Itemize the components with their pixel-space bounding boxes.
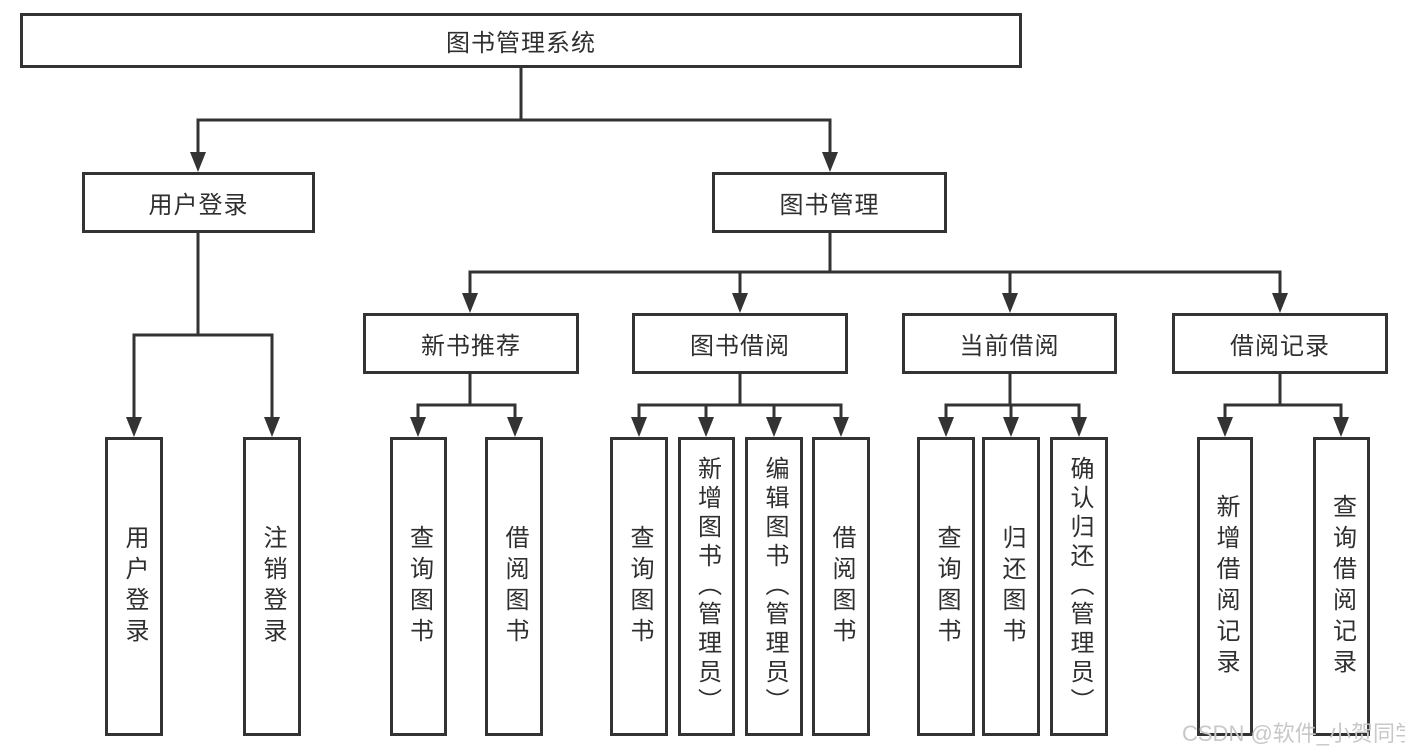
node-current-borrow-label: 当前借阅 xyxy=(959,333,1060,360)
node-leaf-user-login-label: 用户登录 xyxy=(121,524,148,649)
arrowhead-icon xyxy=(1071,417,1087,437)
arrowhead-icon xyxy=(1003,417,1019,437)
arrowhead-icon xyxy=(822,152,838,172)
connector-book-borrow xyxy=(637,372,843,423)
arrowhead-icon xyxy=(507,417,523,437)
node-user-login: 用户登录 xyxy=(82,172,315,233)
node-bb-query-books: 查询图书 xyxy=(610,437,668,736)
node-br-add-record-label: 新增借阅记录 xyxy=(1212,493,1239,680)
node-borrow-record: 借阅记录 xyxy=(1172,313,1388,374)
connector-root xyxy=(196,66,832,158)
arrowhead-icon xyxy=(126,417,142,437)
node-bb-add-books: 新增图书（管理员） xyxy=(678,437,735,736)
node-bb-borrow-books-label: 借阅图书 xyxy=(828,524,855,649)
node-cb-query-books: 查询图书 xyxy=(917,437,975,736)
arrowhead-icon xyxy=(462,293,478,313)
node-nbr-borrow-books: 借阅图书 xyxy=(485,437,543,736)
arrowhead-icon xyxy=(190,152,206,172)
node-br-query-record: 查询借阅记录 xyxy=(1313,437,1370,736)
node-leaf-logout: 注销登录 xyxy=(243,437,301,736)
arrowhead-icon xyxy=(410,417,426,437)
node-book-mgmt: 图书管理 xyxy=(712,172,947,233)
node-current-borrow: 当前借阅 xyxy=(902,313,1117,374)
arrowhead-icon xyxy=(1217,417,1233,437)
node-user-login-label: 用户登录 xyxy=(148,192,249,219)
arrowhead-icon xyxy=(938,417,954,437)
connector-current-borrow xyxy=(944,372,1081,423)
node-cb-confirm-return: 确认归还（管理员） xyxy=(1050,437,1108,736)
node-br-add-record: 新增借阅记录 xyxy=(1197,437,1253,736)
node-leaf-user-login: 用户登录 xyxy=(105,437,163,736)
node-nbr-borrow-books-label: 借阅图书 xyxy=(501,524,528,649)
connector-borrow-record xyxy=(1223,372,1343,423)
node-cb-return-books: 归还图书 xyxy=(982,437,1040,736)
connector-new-book-rec xyxy=(416,372,517,423)
node-book-borrow: 图书借阅 xyxy=(632,313,848,374)
arrowhead-icon xyxy=(1333,417,1349,437)
node-cb-return-books-label: 归还图书 xyxy=(998,524,1025,649)
connector-book-mgmt xyxy=(468,231,1282,299)
node-leaf-logout-label: 注销登录 xyxy=(259,524,286,649)
node-new-book-rec: 新书推荐 xyxy=(363,313,579,374)
node-cb-query-books-label: 查询图书 xyxy=(933,524,960,649)
watermark: CSDN @软件_小贺同学 xyxy=(1182,721,1405,746)
node-borrow-record-label: 借阅记录 xyxy=(1230,333,1330,360)
node-new-book-rec-label: 新书推荐 xyxy=(421,333,521,360)
arrowhead-icon xyxy=(1002,293,1018,313)
node-bb-edit-books: 编辑图书（管理员） xyxy=(745,437,803,736)
node-bb-query-books-label: 查询图书 xyxy=(626,524,653,649)
arrowhead-icon xyxy=(766,417,782,437)
node-br-query-record-label: 查询借阅记录 xyxy=(1328,493,1356,680)
arrowhead-icon xyxy=(698,417,714,437)
node-nbr-query-books-label: 查询图书 xyxy=(405,524,433,649)
node-bb-edit-books-label: 编辑图书（管理员） xyxy=(761,456,788,717)
node-root: 图书管理系统 xyxy=(20,13,1022,68)
arrowhead-icon xyxy=(264,417,280,437)
arrowhead-icon xyxy=(833,417,849,437)
arrowhead-icon xyxy=(732,293,748,313)
arrowhead-icon xyxy=(631,417,647,437)
node-book-borrow-label: 图书借阅 xyxy=(690,333,790,360)
node-bb-add-books-label: 新增图书（管理员） xyxy=(693,456,721,717)
arrowhead-icons xyxy=(126,152,1349,437)
node-nbr-query-books: 查询图书 xyxy=(390,437,447,736)
node-cb-confirm-return-label: 确认归还（管理员） xyxy=(1066,456,1093,717)
node-root-label: 图书管理系统 xyxy=(446,30,596,57)
arrowhead-icon xyxy=(1272,293,1288,313)
connector-user-login xyxy=(132,230,274,423)
node-book-mgmt-label: 图书管理 xyxy=(779,192,880,219)
node-bb-borrow-books: 借阅图书 xyxy=(812,437,870,736)
